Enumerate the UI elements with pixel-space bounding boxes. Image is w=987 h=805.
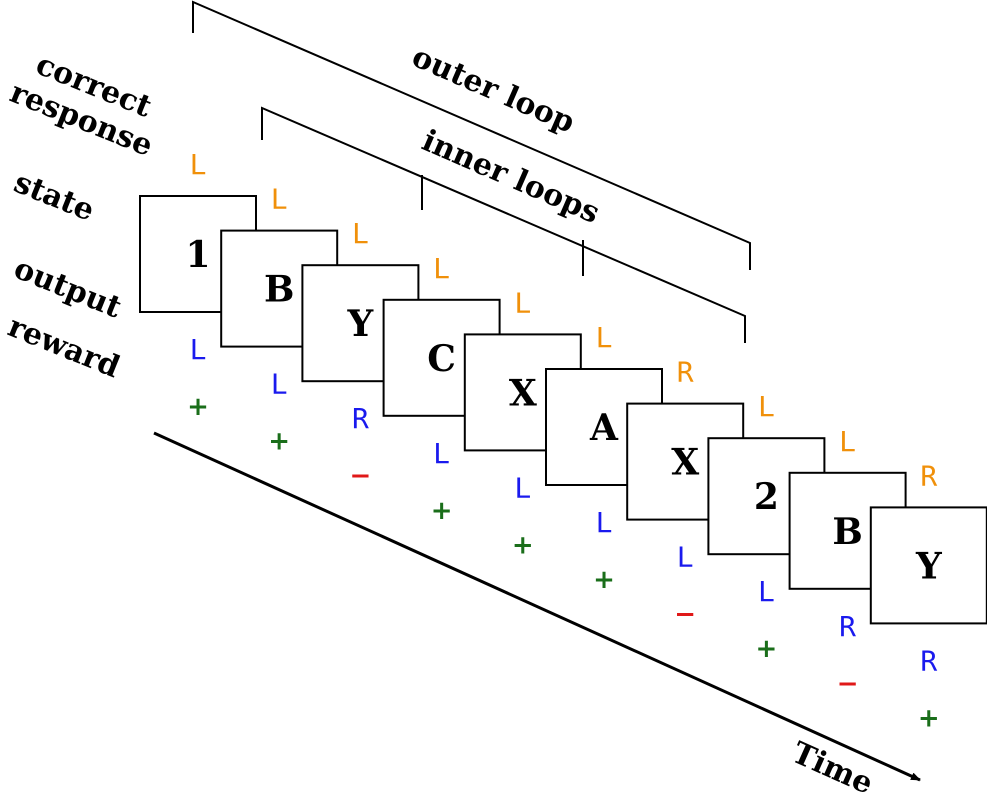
state-symbol: C [427,338,456,380]
state-symbol: 1 [185,234,210,276]
output-value: L [596,506,613,539]
timesteps: L1L+LBL+LYR−LCL+LXL+LAL+RXL−L2L+LBR−RYR+ [139,148,987,733]
state-label: state [9,165,99,229]
correct-response-value: L [352,217,369,250]
reward-positive: + [756,634,778,664]
output-value: L [271,368,288,401]
reward-positive: + [268,427,290,457]
output-value: R [352,402,369,435]
state-symbol: A [589,407,619,449]
reward-negative: − [837,669,859,699]
reward-negative: − [350,461,372,491]
state-symbol: 2 [754,476,779,518]
output-value: R [839,610,856,643]
time-arrow [153,431,921,782]
correct-response-value: L [433,252,450,285]
reward-positive: + [512,530,534,560]
reward-negative: − [674,600,696,630]
reward-positive: + [187,392,209,422]
state-symbol: B [832,511,862,553]
correct-response-value: R [920,459,937,492]
correct-response-value: L [758,390,775,423]
correct-response-value: L [514,286,531,319]
row-labels: correct response state output reward [3,47,158,385]
output-value: L [514,471,531,504]
correct-response-value: L [190,148,207,181]
output-value: R [920,644,937,677]
state-symbol: Y [915,545,943,587]
correct-response-value: L [271,183,288,216]
time-label: Time [787,735,878,801]
state-symbol: X [671,442,699,484]
correct-response-value: L [839,425,856,458]
state-symbol: X [509,372,537,414]
output-value: L [677,541,694,574]
correct-response-value: L [596,321,613,354]
reward-positive: + [593,565,615,595]
output-value: L [758,575,775,608]
output-value: L [190,333,207,366]
state-symbol: B [264,269,294,311]
correct-response-value: R [677,356,694,389]
reward-positive: + [431,496,453,526]
state-symbol: Y [347,303,375,345]
reward-positive: + [918,703,940,733]
output-value: L [433,437,450,470]
